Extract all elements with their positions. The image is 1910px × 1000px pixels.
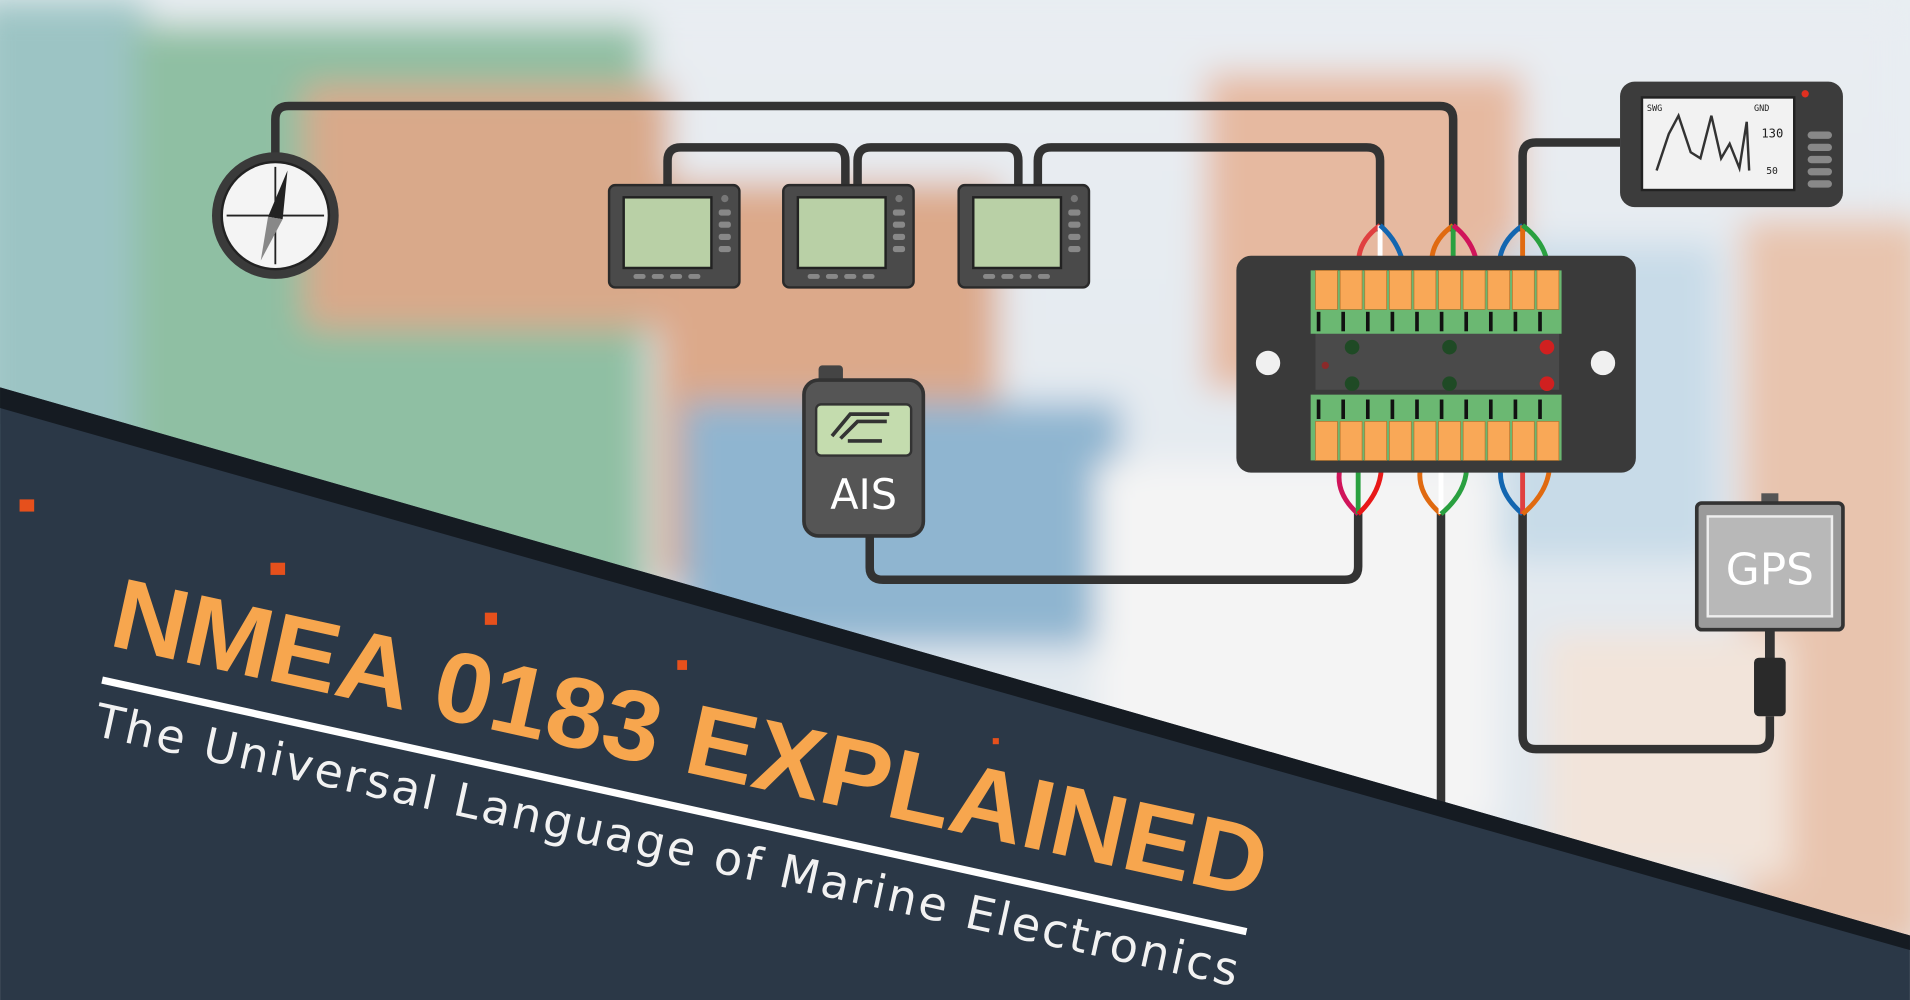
terminal-block-top bbox=[1310, 270, 1562, 334]
terminal-clamp bbox=[1536, 270, 1560, 310]
terminal-clamp bbox=[1339, 270, 1363, 310]
terminal-clamp bbox=[1315, 270, 1338, 310]
status-leds bbox=[1321, 339, 1555, 391]
nmea-multiplexer-junction-box bbox=[1236, 255, 1636, 473]
instrument-display bbox=[782, 183, 915, 289]
terminal-clamp bbox=[1364, 270, 1388, 310]
terminal-clamp bbox=[1413, 270, 1437, 310]
terminal-clamp bbox=[1315, 421, 1338, 461]
terminal-clamp bbox=[1512, 421, 1535, 461]
terminal-clamp bbox=[1462, 421, 1486, 461]
title-band bbox=[0, 387, 1910, 1000]
instrument-displays bbox=[607, 183, 1091, 289]
terminal-clamp bbox=[1413, 421, 1437, 461]
screen-label-bottom: 50 bbox=[1766, 166, 1778, 177]
mounting-hole-right bbox=[1590, 350, 1616, 376]
terminal-clamp bbox=[1462, 270, 1486, 310]
gps-receiver: GPS bbox=[1694, 493, 1845, 717]
terminal-clamp bbox=[1438, 421, 1461, 461]
nmea-wiring bbox=[271, 101, 1775, 810]
ais-transponder: AIS bbox=[802, 365, 926, 538]
mounting-hole-left bbox=[1255, 350, 1281, 376]
terminal-clamp bbox=[1512, 270, 1535, 310]
terminal-clamp bbox=[1364, 421, 1388, 461]
terminal-clamp bbox=[1487, 270, 1511, 310]
screen-label-left: SWG bbox=[1647, 104, 1662, 114]
terminal-clamp bbox=[1536, 421, 1560, 461]
screen-label-right: GND bbox=[1754, 104, 1769, 114]
terminal-clamp bbox=[1487, 421, 1511, 461]
terminal-block-bottom bbox=[1310, 394, 1562, 461]
screen-value: 130 bbox=[1761, 127, 1783, 141]
terminal-clamp bbox=[1388, 421, 1412, 461]
terminal-clamp bbox=[1388, 270, 1412, 310]
chart-plotter-display: SWG GND 130 50 bbox=[1620, 81, 1843, 208]
ais-label: AIS bbox=[830, 471, 897, 519]
terminal-clamp bbox=[1339, 421, 1363, 461]
ship-icon bbox=[830, 412, 890, 443]
instrument-display bbox=[607, 183, 741, 289]
terminal-clamp bbox=[1438, 270, 1461, 310]
gps-label: GPS bbox=[1726, 545, 1814, 596]
instrument-display bbox=[957, 183, 1091, 289]
compass-icon bbox=[212, 152, 339, 279]
title-underline bbox=[101, 676, 1248, 936]
